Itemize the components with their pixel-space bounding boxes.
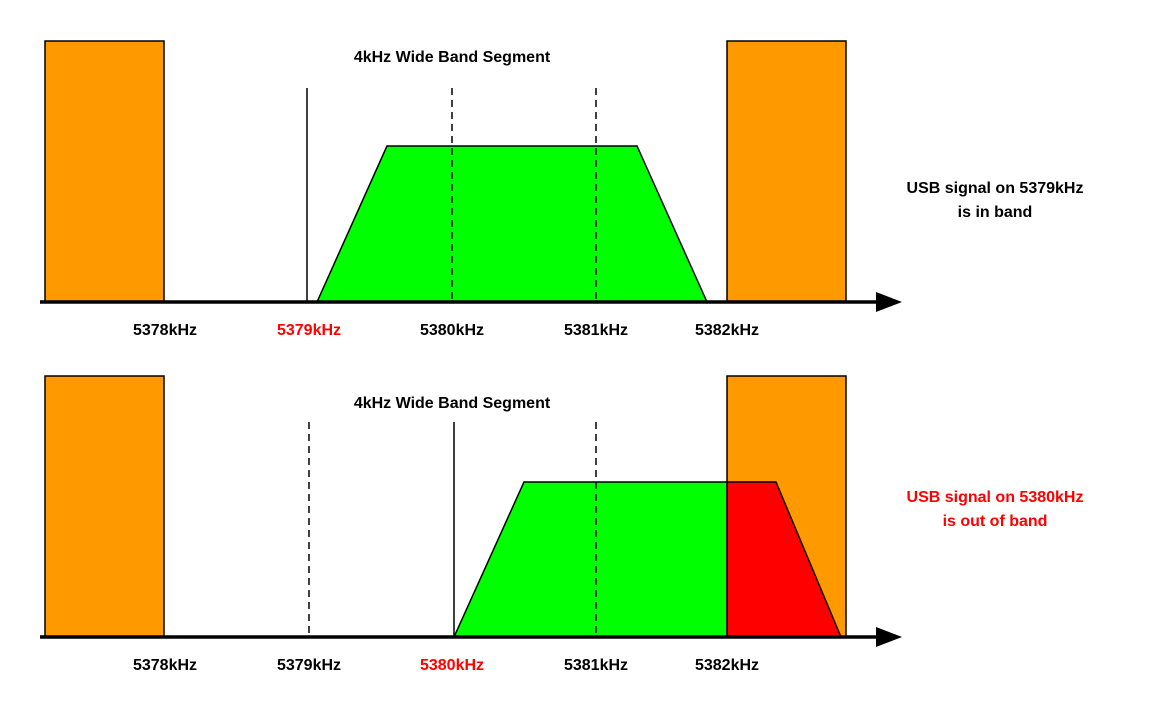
caption-line-1: USB signal on 5380kHz xyxy=(907,489,1084,506)
out-of-band-block-left xyxy=(44,375,165,638)
out-of-band-block-right xyxy=(726,40,847,303)
out-of-band-block-left xyxy=(44,40,165,303)
tick-label-5380: 5380kHz xyxy=(420,322,484,339)
axis-arrowhead xyxy=(876,627,902,647)
caption-line-2: is out of band xyxy=(943,513,1048,530)
usb-signal-in-band xyxy=(452,481,728,638)
tick-label-5381: 5381kHz xyxy=(564,657,628,674)
caption-line-1: USB signal on 5379kHz xyxy=(907,180,1084,197)
segment-label: 4kHz Wide Band Segment xyxy=(354,49,551,66)
axis-arrowhead xyxy=(876,292,902,312)
tick-label-5378: 5378kHz xyxy=(133,657,197,674)
tick-label-5382: 5382kHz xyxy=(695,322,759,339)
tick-label-5379: 5379kHz xyxy=(277,322,341,339)
tick-label-5379: 5379kHz xyxy=(277,657,341,674)
tick-label-5378: 5378kHz xyxy=(133,322,197,339)
tick-label-5382: 5382kHz xyxy=(695,657,759,674)
usb-signal-trapezoid xyxy=(315,145,709,303)
segment-label: 4kHz Wide Band Segment xyxy=(354,395,551,412)
panel-bottom: 4kHz Wide Band Segment 5378kHz 5379kHz 5… xyxy=(40,375,1084,674)
tick-label-5380: 5380kHz xyxy=(420,657,484,674)
tick-label-5381: 5381kHz xyxy=(564,322,628,339)
caption-line-2: is in band xyxy=(958,204,1033,221)
panel-top: 4kHz Wide Band Segment 5378kHz 5379kHz 5… xyxy=(40,40,1084,339)
